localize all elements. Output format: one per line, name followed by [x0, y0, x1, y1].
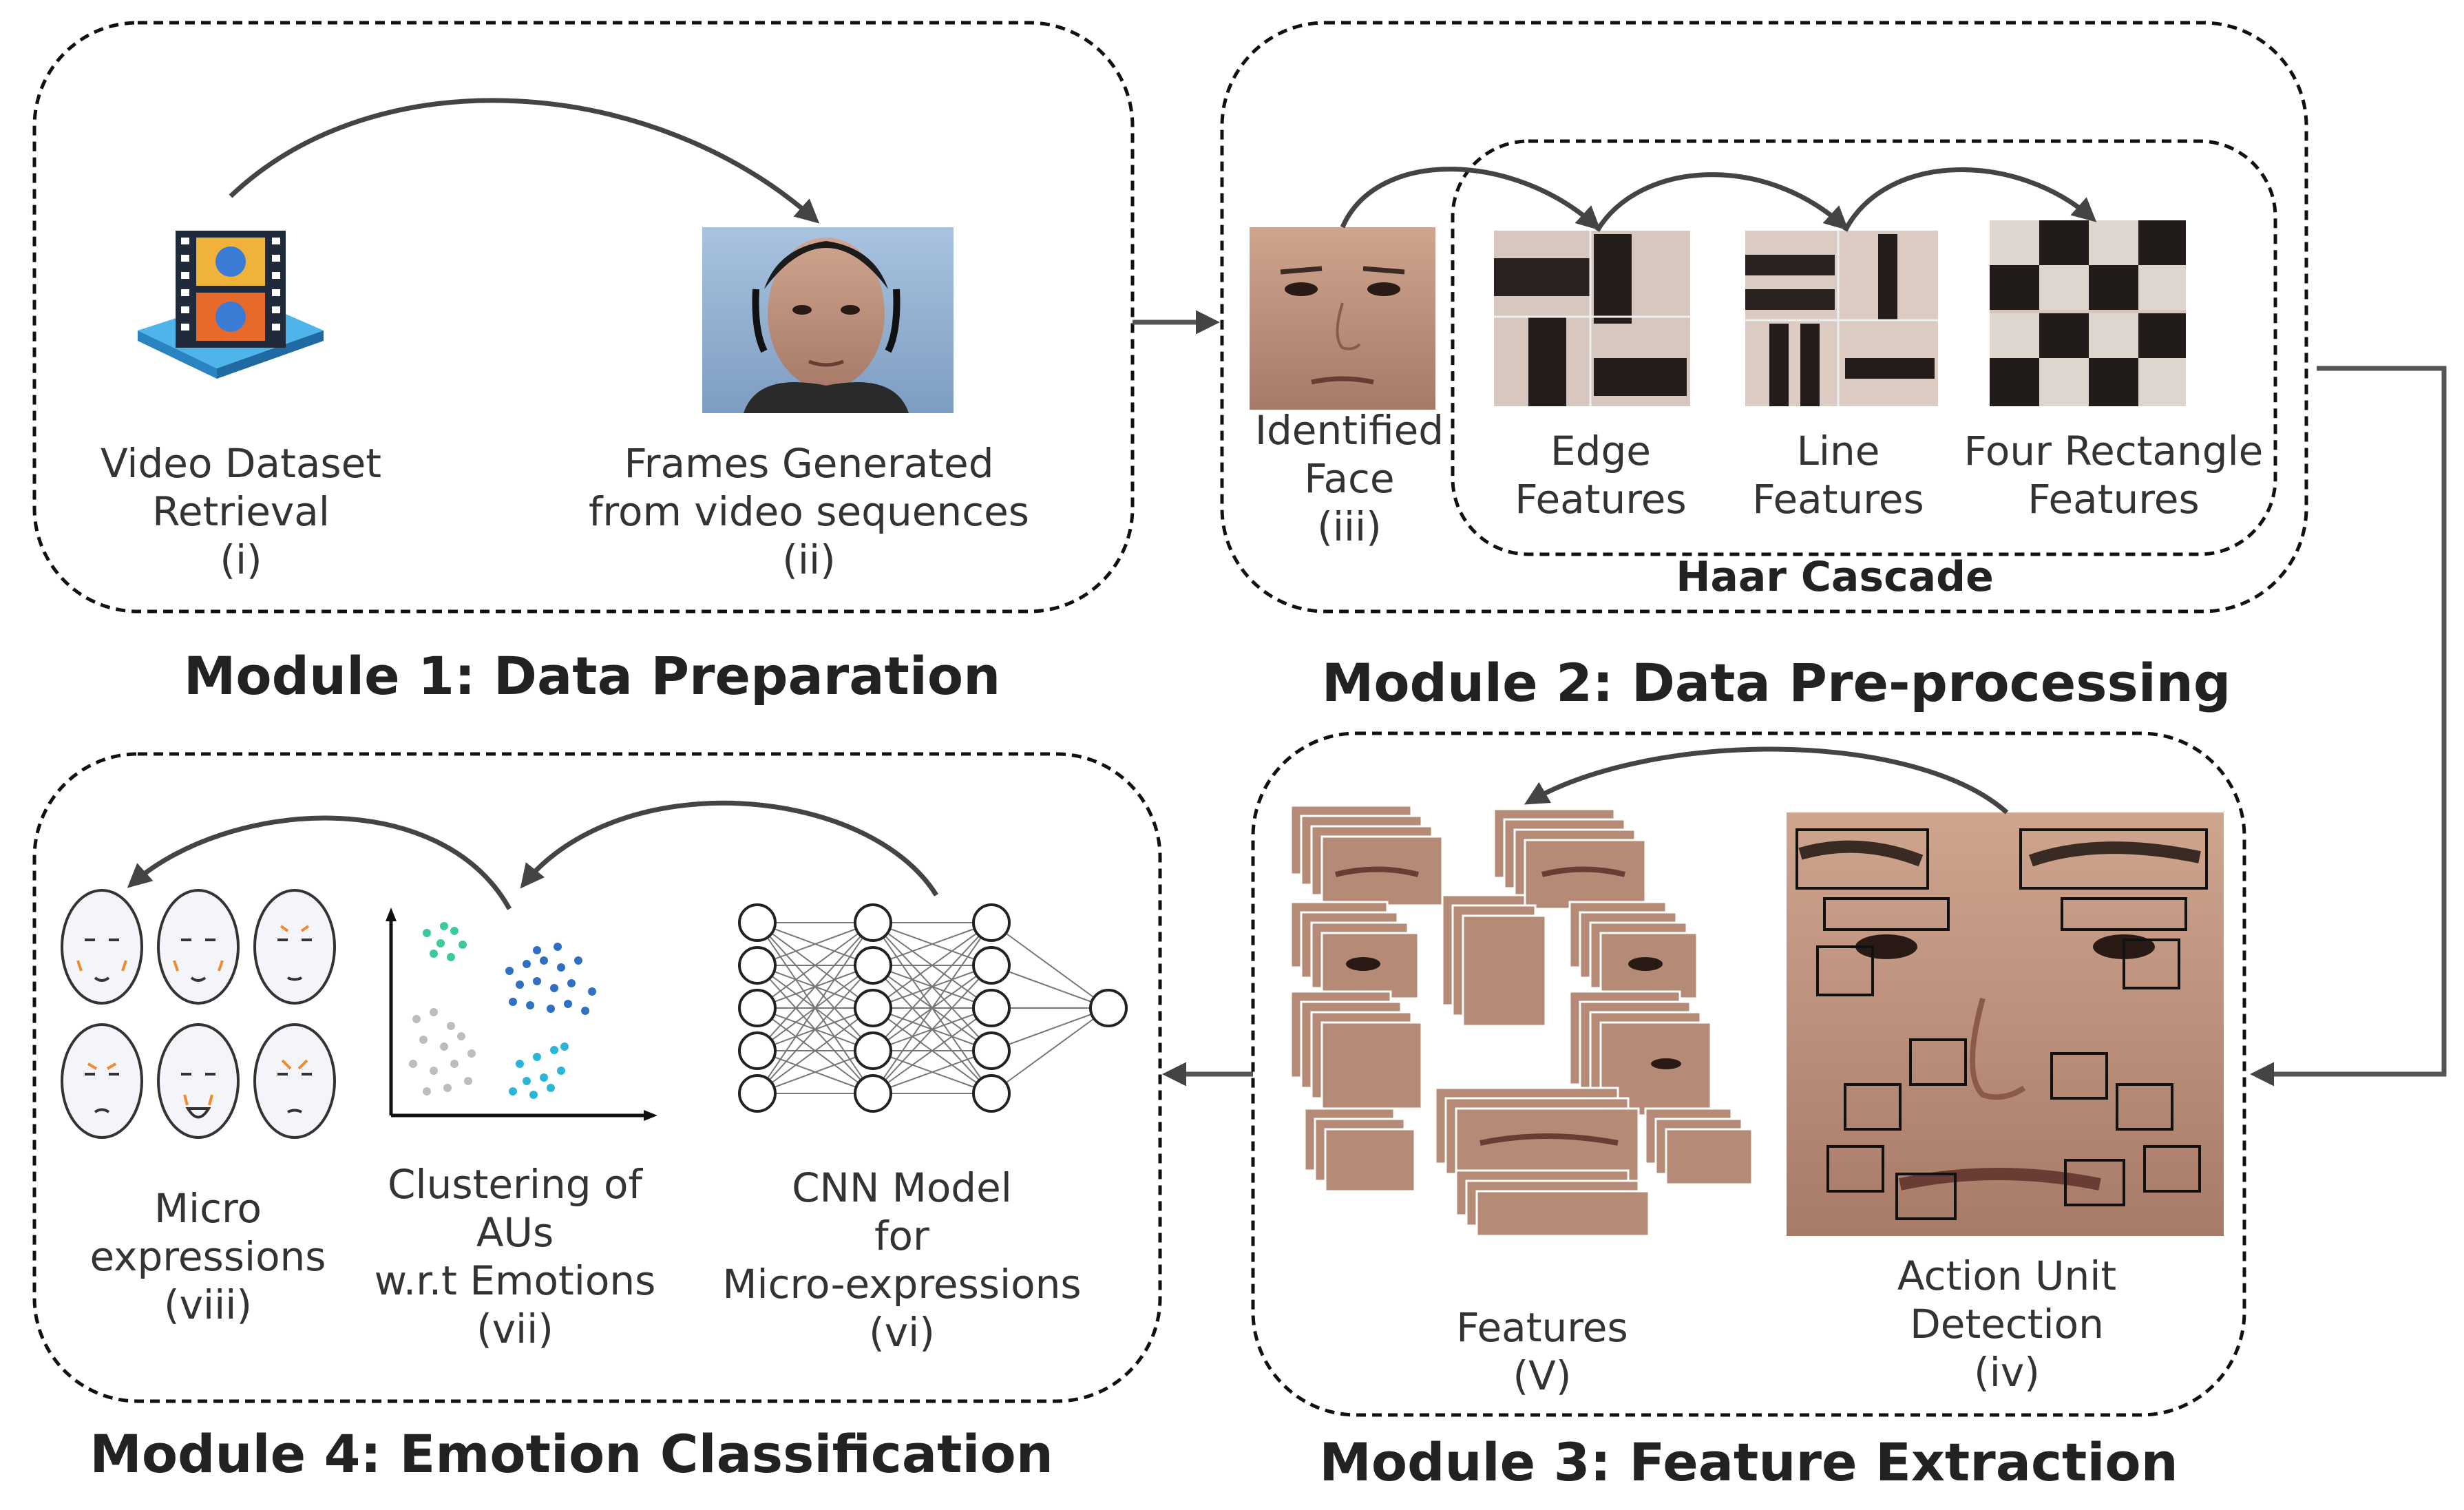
nn-edge: [757, 922, 874, 1051]
feature-patch-stacks: [1289, 804, 1754, 1237]
module-1-title: Module 1: Data Preparation: [184, 645, 1000, 706]
nn-node: [972, 1074, 1011, 1113]
nn-edge: [757, 1007, 874, 1094]
nn-edge: [991, 1007, 1109, 1051]
nn-node: [972, 989, 1011, 1027]
m3-features-num: (V): [1513, 1352, 1572, 1399]
m4-cluster-line3: w.r.t Emotions: [375, 1257, 656, 1304]
nn-edge: [991, 922, 1109, 1009]
m1-item1-line2: Retrieval: [152, 488, 330, 535]
nn-node: [854, 903, 892, 942]
m3-arc-au-features: [1524, 746, 2009, 815]
m2-edge-line1: Edge: [1550, 428, 1651, 474]
m3-features-line1: Features: [1456, 1304, 1628, 1351]
m4-cluster-num: (vii): [476, 1305, 554, 1352]
m4-cnn-line3: Micro-expressions: [722, 1261, 1081, 1308]
nn-edge: [872, 922, 992, 1094]
m2-line-line2: Features: [1752, 476, 1924, 523]
nn-node: [738, 1074, 777, 1113]
nn-edge: [872, 922, 992, 966]
action-unit-face-image: [1787, 812, 2224, 1236]
face-frame-image: [702, 227, 954, 413]
m2-four-line1: Four Rectangle: [1964, 428, 2264, 474]
m3-au-num: (iv): [1974, 1349, 2040, 1396]
m4-micro-num: (viii): [164, 1281, 252, 1328]
expression-face-details: [76, 925, 312, 1119]
m2-face-num: (iii): [1317, 503, 1382, 550]
identified-face-image: [1250, 227, 1435, 410]
m1-item1-line1: Video Dataset: [101, 440, 381, 487]
m4-cluster-line2: AUs: [476, 1209, 554, 1256]
nn-node: [972, 946, 1011, 985]
nn-node: [854, 989, 892, 1027]
haar-cascade-label: Haar Cascade: [1676, 553, 1994, 601]
video-file-icon: [138, 231, 324, 379]
nn-node: [854, 946, 892, 985]
m4-cluster-line1: Clustering of: [388, 1161, 643, 1208]
m1-item1-num: (i): [220, 536, 262, 583]
m2-line-line1: Line: [1797, 428, 1880, 474]
haar-cascade-box: [1451, 139, 2277, 556]
module-4-title: Module 4: Emotion Classification: [89, 1423, 1053, 1485]
m1-item2-line1: Frames Generated: [624, 440, 993, 487]
four-rectangle-features-image: [1990, 220, 2186, 406]
flow-arrow-m2-m3: [2250, 366, 2447, 1087]
module-4-box: [32, 752, 1162, 1403]
m2-edge-line2: Features: [1515, 476, 1686, 523]
nn-edge: [757, 1050, 874, 1094]
m4-micro-line1: Micro: [154, 1185, 262, 1232]
m4-cnn-num: (vi): [869, 1309, 935, 1356]
nn-node: [738, 1031, 777, 1070]
m2-face-line2: Face: [1304, 455, 1394, 502]
nn-edge: [872, 922, 992, 1009]
nn-edge: [872, 1050, 992, 1094]
m2-four-line2: Features: [2028, 476, 2199, 523]
nn-node: [854, 1074, 892, 1113]
module-3-title: Module 3: Feature Extraction: [1319, 1432, 2178, 1493]
m4-arc-cnn-cluster: [520, 800, 938, 896]
nn-node: [738, 989, 777, 1027]
m3-au-line1: Action Unit: [1897, 1252, 2116, 1299]
scatter-cluster-plot: [386, 908, 657, 1121]
nn-node: [738, 946, 777, 985]
module-2-title: Module 2: Data Pre-processing: [1322, 652, 2231, 713]
nn-edge: [991, 965, 1109, 1009]
m4-cnn-line2: for: [874, 1213, 929, 1259]
edge-features-image: [1494, 231, 1690, 406]
m1-item2-num: (ii): [782, 536, 835, 583]
nn-edge: [757, 922, 874, 966]
m4-cnn-line1: CNN Model: [792, 1164, 1012, 1211]
nn-edge: [757, 922, 874, 1009]
nn-edge: [872, 922, 992, 1051]
m2-arc-face-edge: [1340, 167, 1601, 231]
module-1-box: [32, 21, 1135, 614]
nn-node: [1089, 989, 1128, 1027]
m1-arc-arrow: [229, 98, 820, 224]
nn-edge: [872, 1007, 992, 1094]
m2-face-line1: Identified: [1255, 407, 1444, 454]
m4-micro-line2: expressions: [89, 1233, 326, 1280]
nn-edge: [757, 965, 874, 1094]
nn-node: [738, 903, 777, 942]
expression-face-sketches: [61, 889, 336, 1139]
nn-node: [972, 903, 1011, 942]
line-features-image: [1745, 231, 1938, 406]
neural-network-diagram: [738, 903, 1128, 1113]
nn-edge: [757, 922, 874, 1094]
m1-item2-line2: from video sequences: [589, 488, 1029, 535]
nn-edge: [872, 965, 992, 1094]
nn-node: [972, 1031, 1011, 1070]
m4-arc-cluster-micro: [127, 815, 512, 910]
m3-au-line2: Detection: [1910, 1301, 2104, 1348]
m2-arc-line-four: [1842, 167, 2097, 232]
m2-arc-edge-line: [1595, 172, 1849, 232]
nn-node: [854, 1031, 892, 1070]
nn-edge: [991, 1007, 1109, 1094]
